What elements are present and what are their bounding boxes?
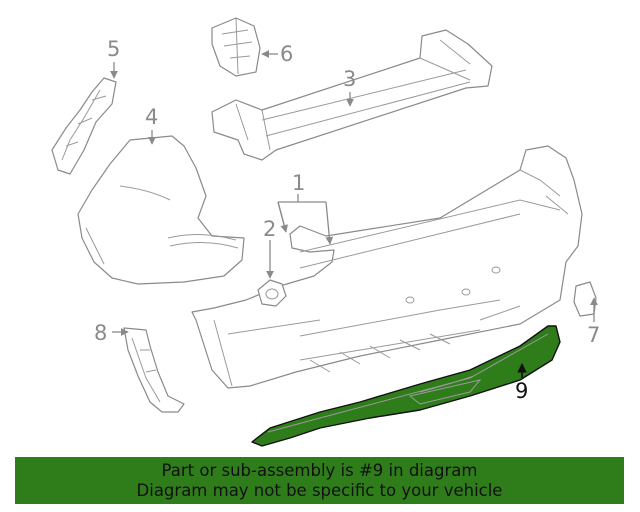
part-6-bracket — [211, 17, 261, 77]
part-9-lower-valance — [251, 325, 561, 447]
part-3-impact-bar — [211, 29, 493, 161]
banner-line-1: Part or sub-assembly is #9 in diagram — [161, 460, 478, 480]
part-1-bumper-fascia — [191, 145, 583, 389]
callout-2: 2 — [263, 217, 276, 241]
parts-diagram: 1 2 3 4 5 6 7 8 9 — [51, 17, 600, 447]
callout-6: 6 — [280, 42, 293, 66]
callout-9: 9 — [515, 379, 528, 403]
banner-line-2: Diagram may not be specific to your vehi… — [136, 480, 503, 500]
callout-4: 4 — [145, 105, 158, 129]
callout-7: 7 — [587, 323, 600, 347]
info-banner: Part or sub-assembly is #9 in diagram Di… — [15, 457, 624, 504]
callout-1: 1 — [292, 171, 305, 195]
callout-5: 5 — [107, 37, 120, 61]
leader-1 — [277, 194, 330, 244]
part-2-sensor — [257, 279, 287, 307]
part-4-cover — [77, 135, 245, 285]
callout-8: 8 — [94, 321, 107, 345]
part-8-bracket — [123, 327, 185, 413]
callout-3: 3 — [343, 67, 356, 91]
part-7-plug — [573, 281, 597, 317]
part-5-bracket — [51, 77, 117, 175]
